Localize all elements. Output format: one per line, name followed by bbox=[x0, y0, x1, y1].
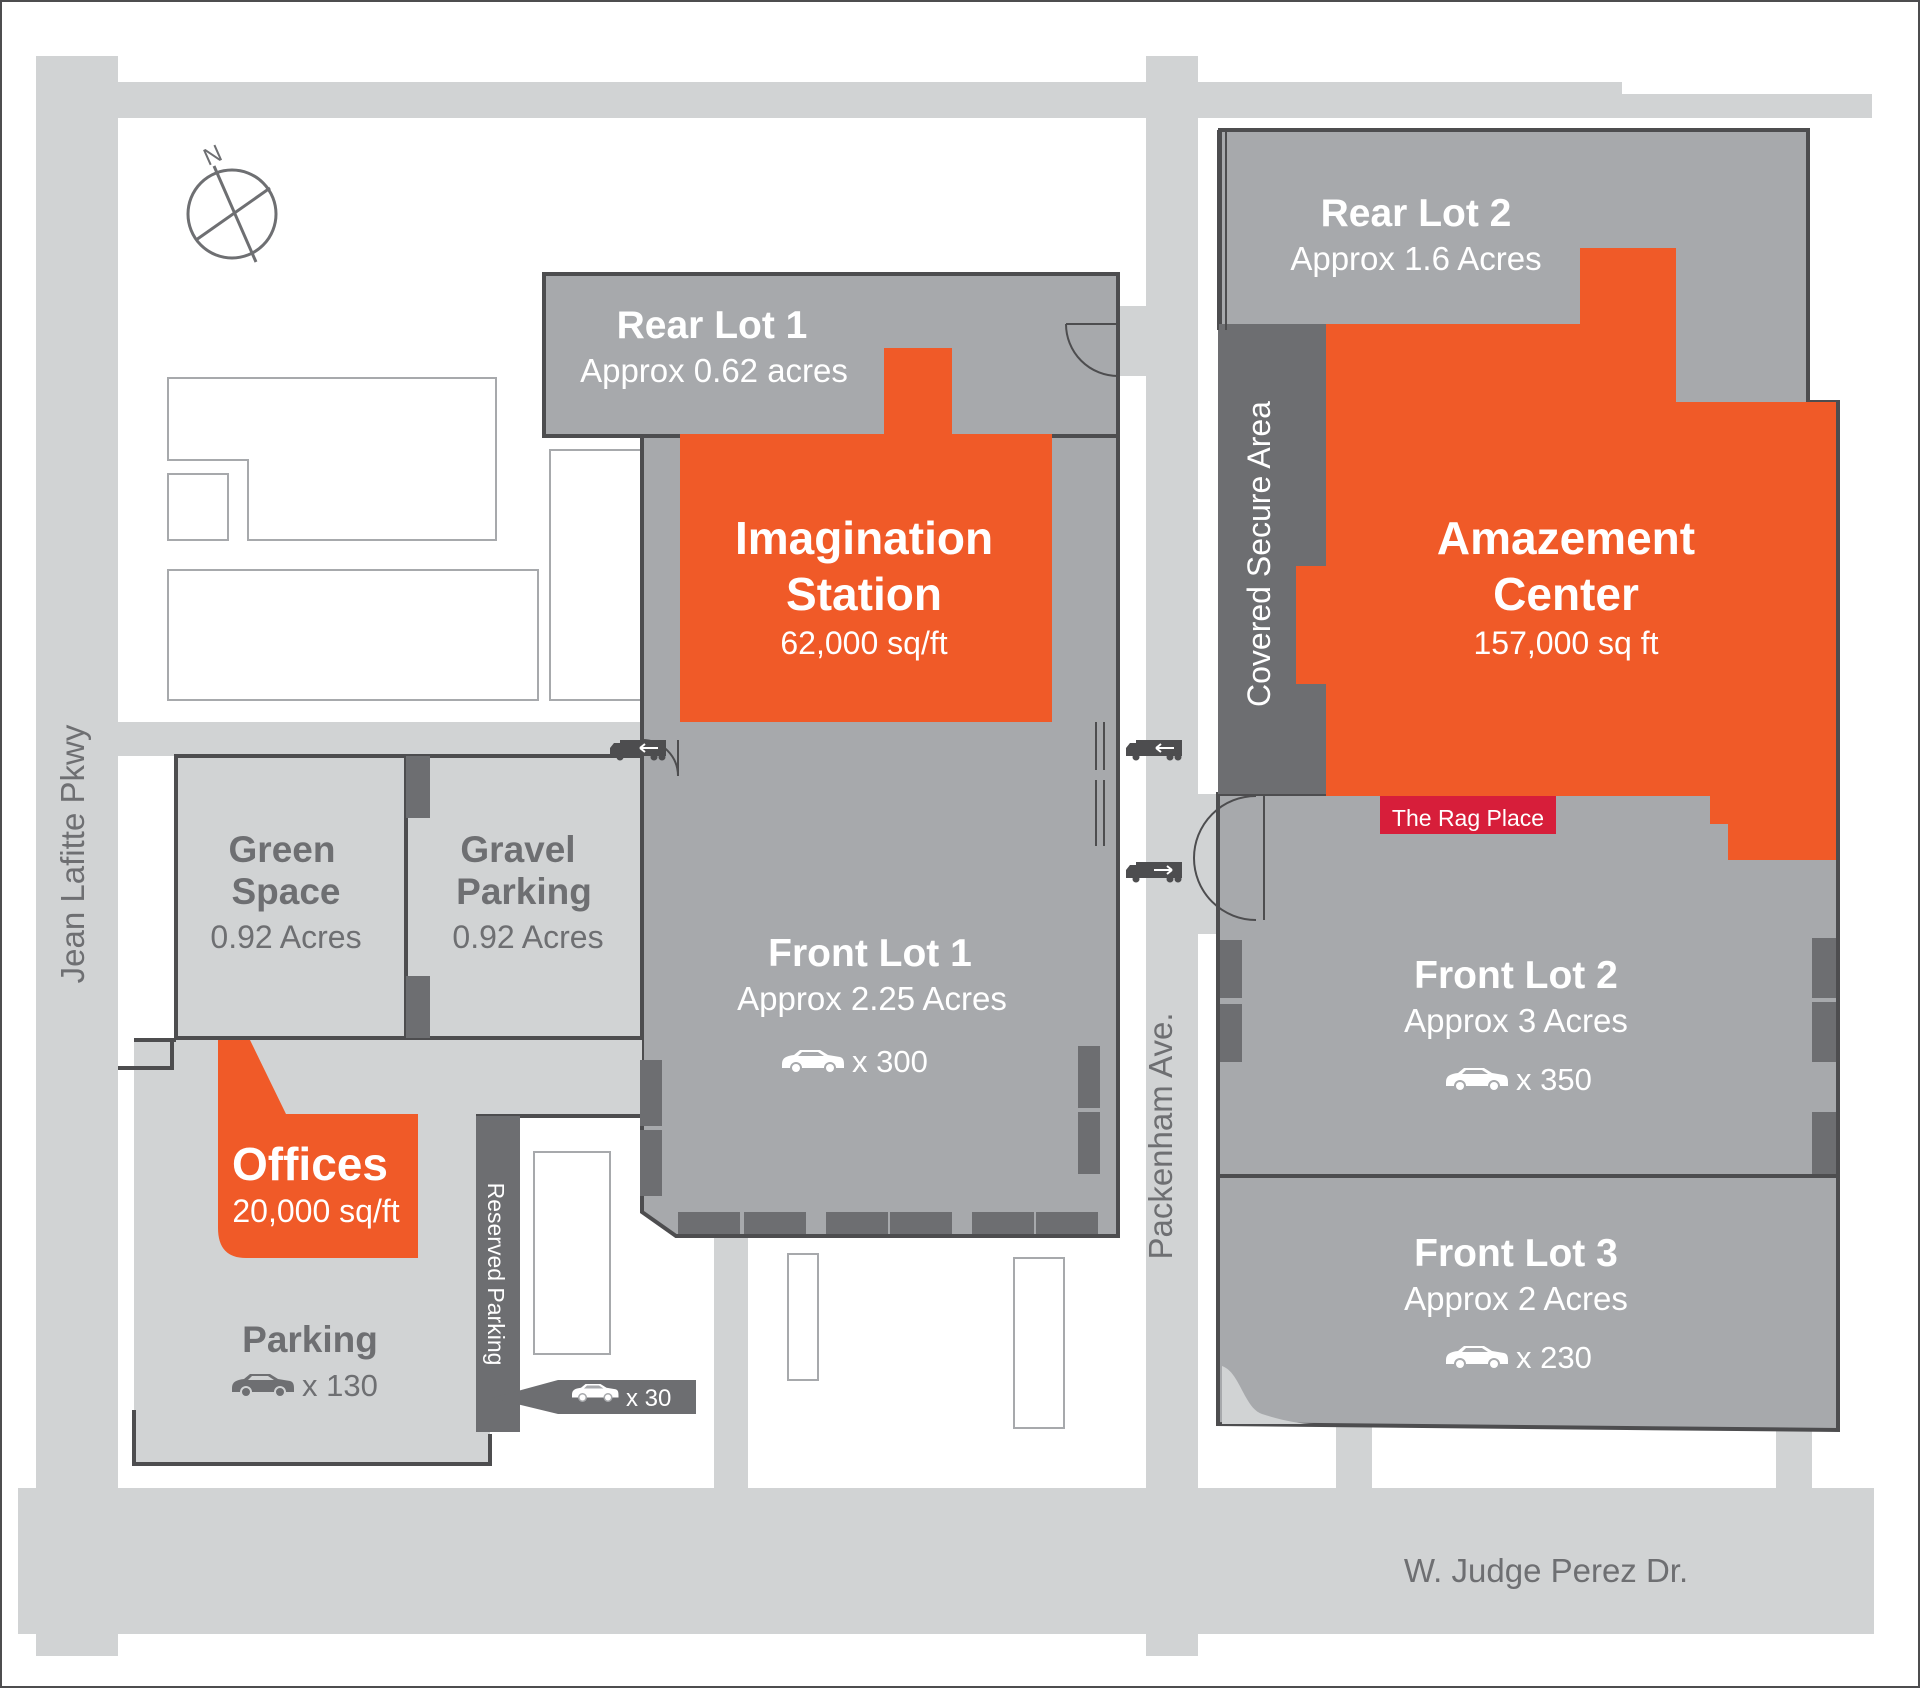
parking-cars: x 130 bbox=[302, 1368, 378, 1403]
front-lot-2-area: Approx 3 Acres bbox=[1404, 1002, 1628, 1039]
front-lot-3 bbox=[1216, 1174, 1840, 1433]
reserved-parking-label: Reserved Parking bbox=[483, 1183, 509, 1366]
road-jean-lafitte bbox=[36, 56, 118, 1656]
road-mid-connector bbox=[118, 722, 678, 756]
road-rear-driveway bbox=[1118, 306, 1148, 376]
stall-strips bbox=[640, 938, 1836, 1234]
green-space-title-2: Space bbox=[231, 871, 340, 912]
offices-area: 20,000 sq/ft bbox=[232, 1193, 399, 1229]
front-lot-1-area: Approx 2.25 Acres bbox=[737, 980, 1007, 1017]
amazement-center-building bbox=[1296, 248, 1836, 860]
road-top-east bbox=[1600, 94, 1872, 118]
roads bbox=[18, 56, 1874, 1656]
green-space-area: 0.92 Acres bbox=[210, 919, 361, 955]
front-lot-2-cars: x 350 bbox=[1516, 1062, 1592, 1097]
rag-place-label: The Rag Place bbox=[1392, 805, 1544, 831]
compass-icon bbox=[186, 165, 278, 263]
jean-lafitte-label: Jean Lafitte Pkwy bbox=[54, 724, 91, 983]
offices-building bbox=[218, 1040, 418, 1258]
buildings bbox=[218, 248, 1836, 1258]
gravel-parking-area: 0.92 Acres bbox=[452, 919, 603, 955]
judge-perez-label: W. Judge Perez Dr. bbox=[1404, 1552, 1688, 1589]
front-lot-3-area: Approx 2 Acres bbox=[1404, 1280, 1628, 1317]
gravel-parking-title-2: Parking bbox=[456, 871, 592, 912]
rear-lot-1-area: Approx 0.62 acres bbox=[580, 352, 848, 389]
road-top-left bbox=[36, 82, 1186, 118]
imagination-station-title-2: Station bbox=[786, 568, 942, 620]
rear-lot-1-title: Rear Lot 1 bbox=[617, 304, 808, 347]
packenham-label: Packenham Ave. bbox=[1142, 1012, 1179, 1259]
truck-arrow-left-icon bbox=[610, 740, 666, 761]
gravel-parking-lot bbox=[404, 754, 644, 1040]
truck-arrow-left-icon bbox=[1126, 740, 1182, 761]
reserved-parking-cars: x 30 bbox=[626, 1385, 671, 1412]
offices-title: Offices bbox=[232, 1138, 388, 1190]
gravel-parking-title-1: Gravel bbox=[460, 829, 575, 870]
front-lot-2-title: Front Lot 2 bbox=[1414, 954, 1618, 997]
imagination-station-building bbox=[680, 348, 1052, 722]
front-lot-1-cars: x 300 bbox=[852, 1044, 928, 1079]
road-top-right bbox=[1146, 82, 1622, 118]
rag-place-badge bbox=[1380, 796, 1556, 834]
parking-title: Parking bbox=[242, 1319, 378, 1360]
imagination-station-title-1: Imagination bbox=[735, 512, 993, 564]
amazement-center-title-1: Amazement bbox=[1437, 512, 1695, 564]
reserved-parking-strip bbox=[476, 1116, 520, 1432]
rear-lot-2-area: Approx 1.6 Acres bbox=[1290, 240, 1541, 277]
rear-lot-2-title: Rear Lot 2 bbox=[1321, 192, 1512, 235]
amazement-center-area: 157,000 sq ft bbox=[1473, 625, 1658, 661]
imagination-station-area: 62,000 sq/ft bbox=[780, 625, 947, 661]
truck-arrow-right-icon bbox=[1126, 862, 1182, 883]
road-south-stub-2 bbox=[1336, 1420, 1372, 1488]
road-south-stub-1 bbox=[714, 1236, 748, 1488]
road-judge-perez bbox=[18, 1488, 1874, 1634]
covered-secure-area-label: Covered Secure Area bbox=[1241, 401, 1277, 707]
curb-gaps bbox=[118, 756, 172, 1368]
covered-secure-area bbox=[1218, 324, 1326, 794]
front-lot-3-title: Front Lot 3 bbox=[1414, 1232, 1618, 1275]
amazement-center-title-2: Center bbox=[1493, 568, 1639, 620]
green-space-title-1: Green bbox=[229, 829, 336, 870]
front-lot-1-title: Front Lot 1 bbox=[768, 932, 972, 975]
front-lot-3-cars: x 230 bbox=[1516, 1340, 1592, 1375]
